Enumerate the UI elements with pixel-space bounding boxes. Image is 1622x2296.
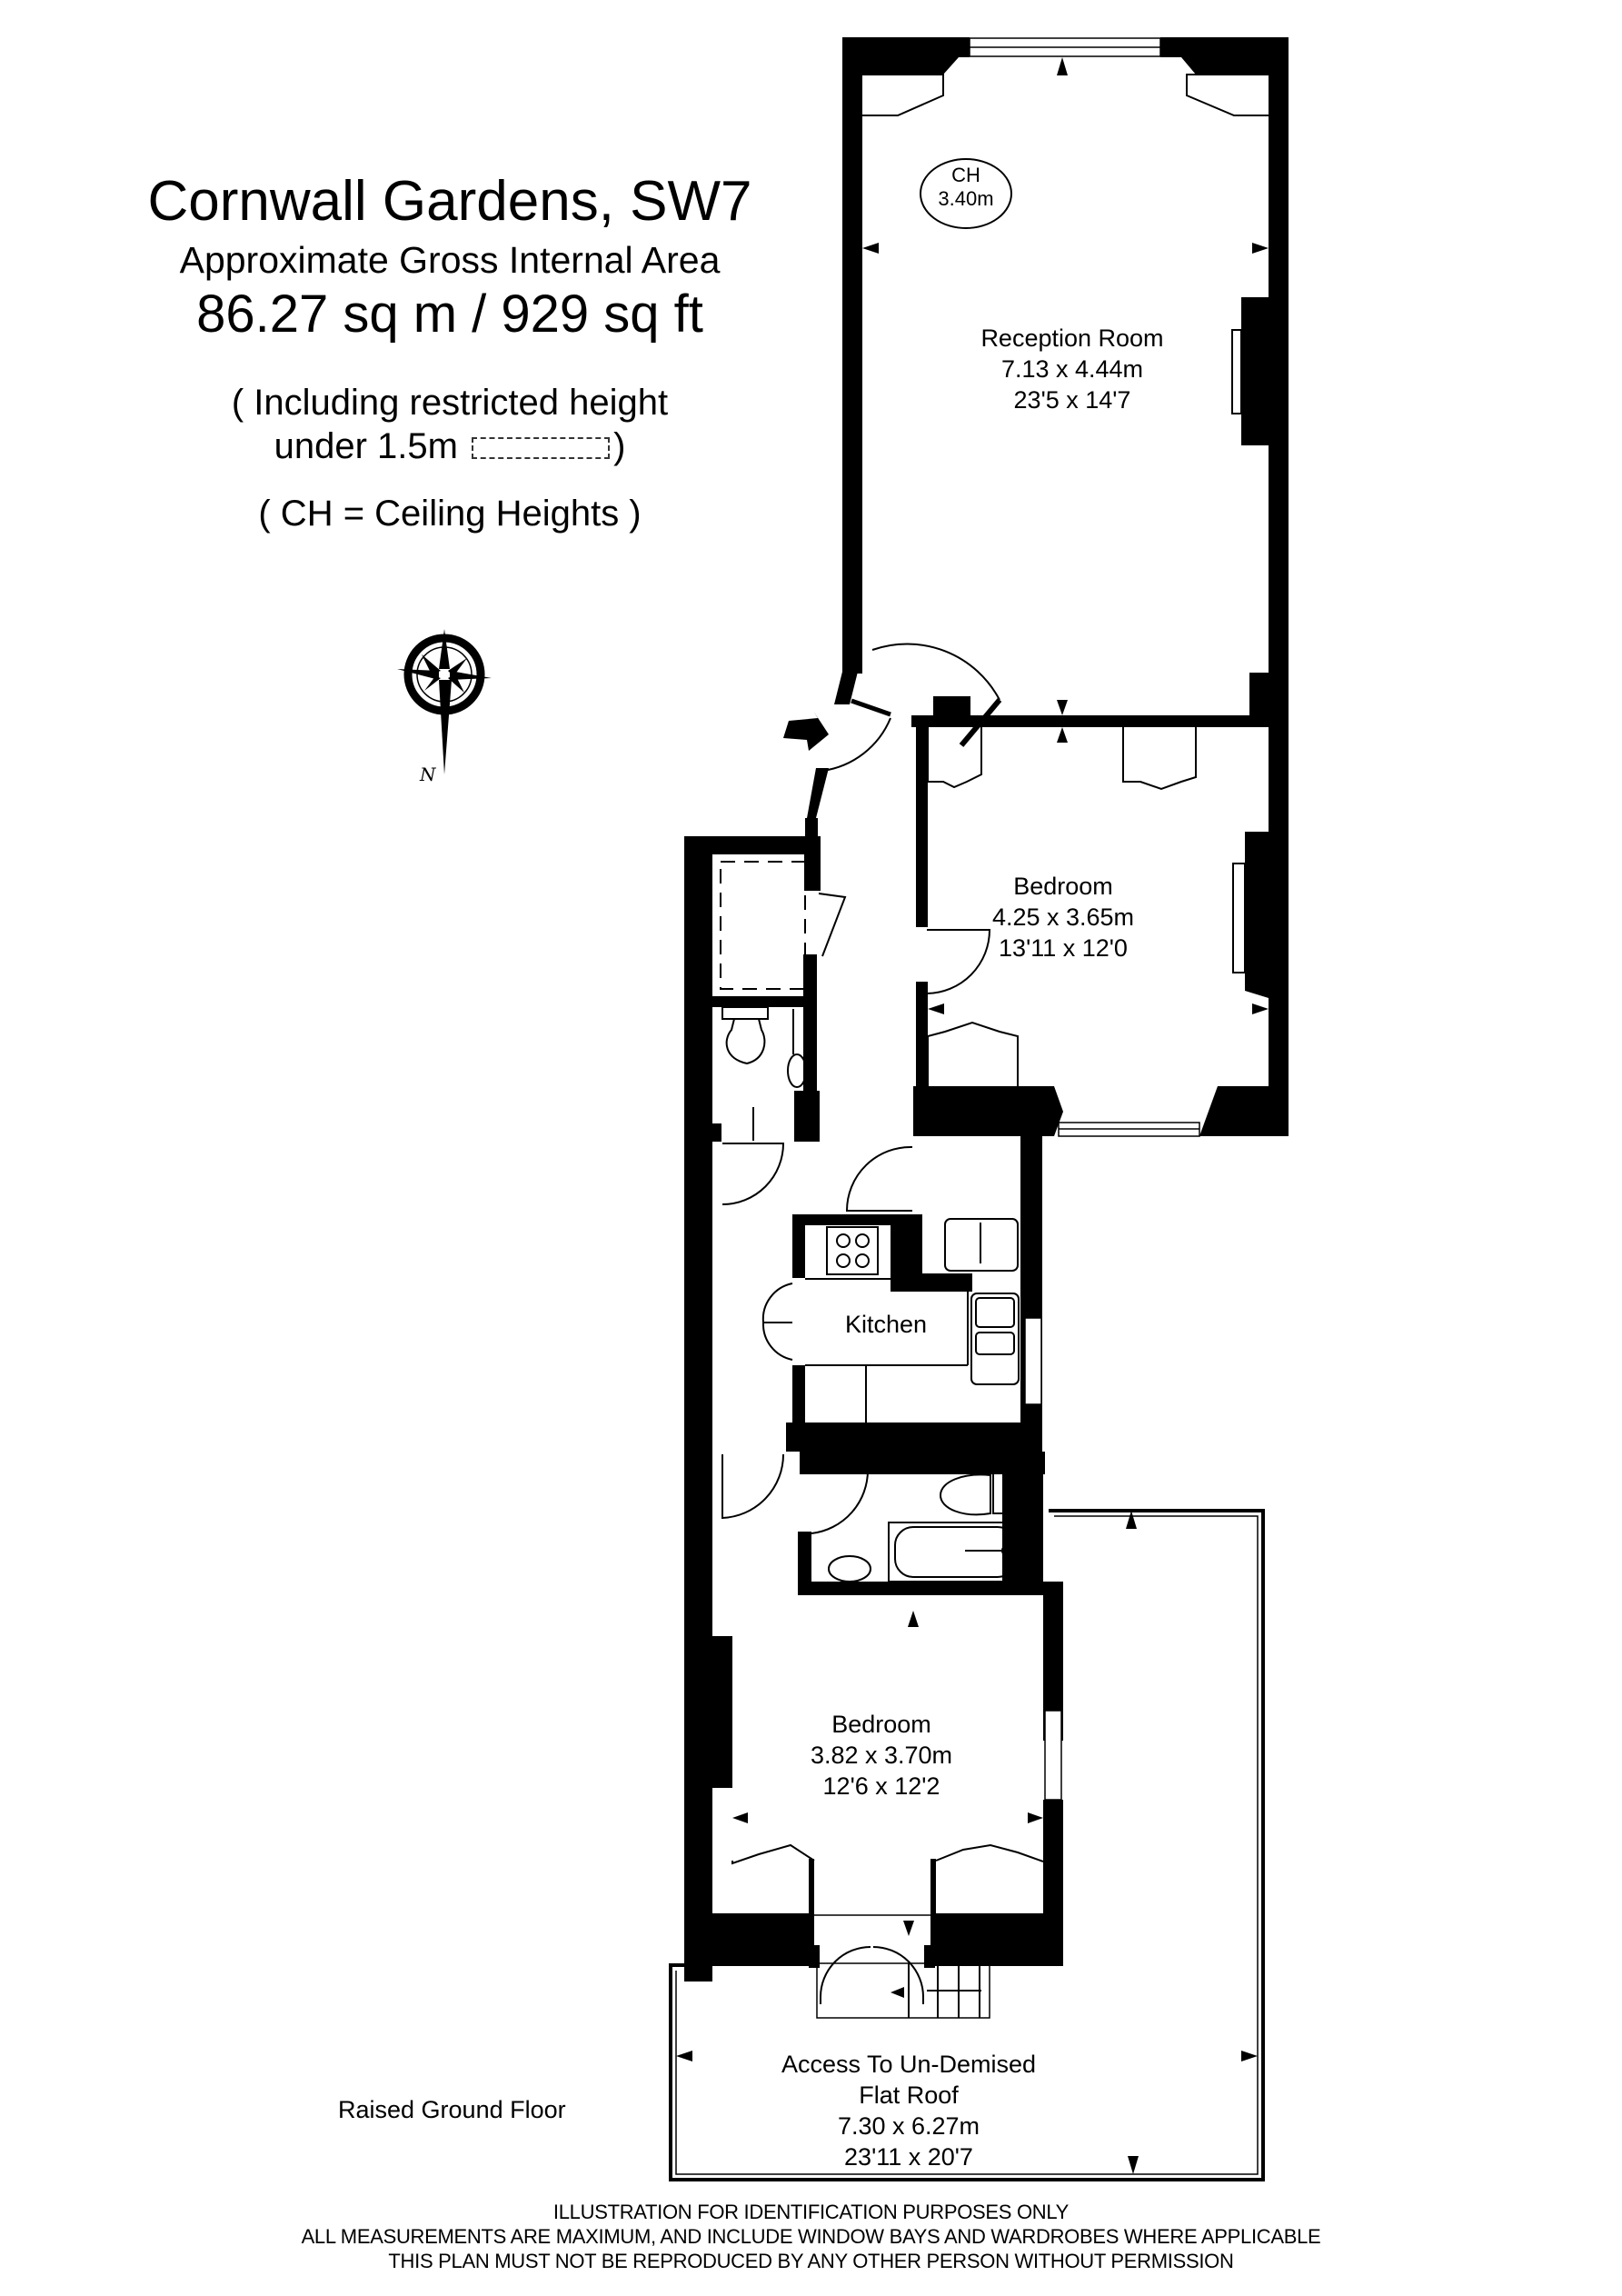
property-title: Cornwall Gardens, SW7 <box>147 170 752 233</box>
compass-rose-icon <box>397 629 492 774</box>
restricted-height-note: ( Including restricted height <box>231 383 669 423</box>
room-dimensions-imperial: 13'11 x 12'0 <box>999 934 1128 962</box>
room-dimensions-imperial: 23'11 x 20'7 <box>844 2143 973 2171</box>
ceiling-height-label: CH 3.40m <box>920 164 1011 211</box>
ceiling-height-title: CH <box>951 164 980 186</box>
room-dimensions-imperial: 23'5 x 14'7 <box>1013 386 1131 414</box>
room-label-reception: Reception Room 7.13 x 4.44m 23'5 x 14'7 <box>927 323 1218 415</box>
room-name: Bedroom <box>831 1711 931 1738</box>
restricted-height-note-line2: under 1.5m ) <box>0 424 900 469</box>
room-dimensions-metric: 7.13 x 4.44m <box>1000 355 1144 383</box>
restricted-height-legend-icon <box>472 437 611 460</box>
room-dimensions-imperial: 12'6 x 12'2 <box>822 1772 940 1800</box>
disclaimer-line: THIS PLAN MUST NOT BE REPRODUCED BY ANY … <box>388 2250 1234 2272</box>
area-subtitle: Approximate Gross Internal Area <box>179 239 721 281</box>
room-name: Access To Un-Demised <box>781 2051 1037 2078</box>
disclaimer: ILLUSTRATION FOR IDENTIFICATION PURPOSES… <box>0 2200 1622 2273</box>
restricted-height-prefix: under 1.5m <box>274 426 458 466</box>
room-dimensions-metric: 4.25 x 3.65m <box>991 903 1135 931</box>
room-label-kitchen: Kitchen <box>818 1309 954 1340</box>
room-name-line2: Flat Roof <box>859 2081 959 2109</box>
restricted-height-suffix: ) <box>613 426 626 466</box>
room-dimensions-metric: 3.82 x 3.70m <box>810 1742 953 1769</box>
gross-internal-area: 86.27 sq m / 929 sq ft <box>196 285 703 344</box>
ceiling-height-value: 3.40m <box>938 187 994 210</box>
disclaimer-line: ALL MEASUREMENTS ARE MAXIMUM, AND INCLUD… <box>301 2225 1321 2248</box>
room-name: Reception Room <box>980 324 1164 352</box>
room-dimensions-metric: 7.30 x 6.27m <box>837 2112 980 2140</box>
room-label-flat-roof: Access To Un-Demised Flat Roof 7.30 x 6.… <box>763 2049 1054 2172</box>
room-name: Kitchen <box>844 1311 928 1338</box>
room-label-bedroom-2: Bedroom 3.82 x 3.70m 12'6 x 12'2 <box>781 1709 981 1802</box>
ceiling-height-note: ( CH = Ceiling Heights ) <box>258 494 642 534</box>
disclaimer-line: ILLUSTRATION FOR IDENTIFICATION PURPOSES… <box>552 2201 1070 2223</box>
room-label-bedroom-1: Bedroom 4.25 x 3.65m 13'11 x 12'0 <box>963 871 1163 963</box>
room-name: Bedroom <box>1013 873 1113 900</box>
compass-north-label: N <box>420 764 436 785</box>
floor-level-label: Raised Ground Floor <box>338 2096 566 2123</box>
